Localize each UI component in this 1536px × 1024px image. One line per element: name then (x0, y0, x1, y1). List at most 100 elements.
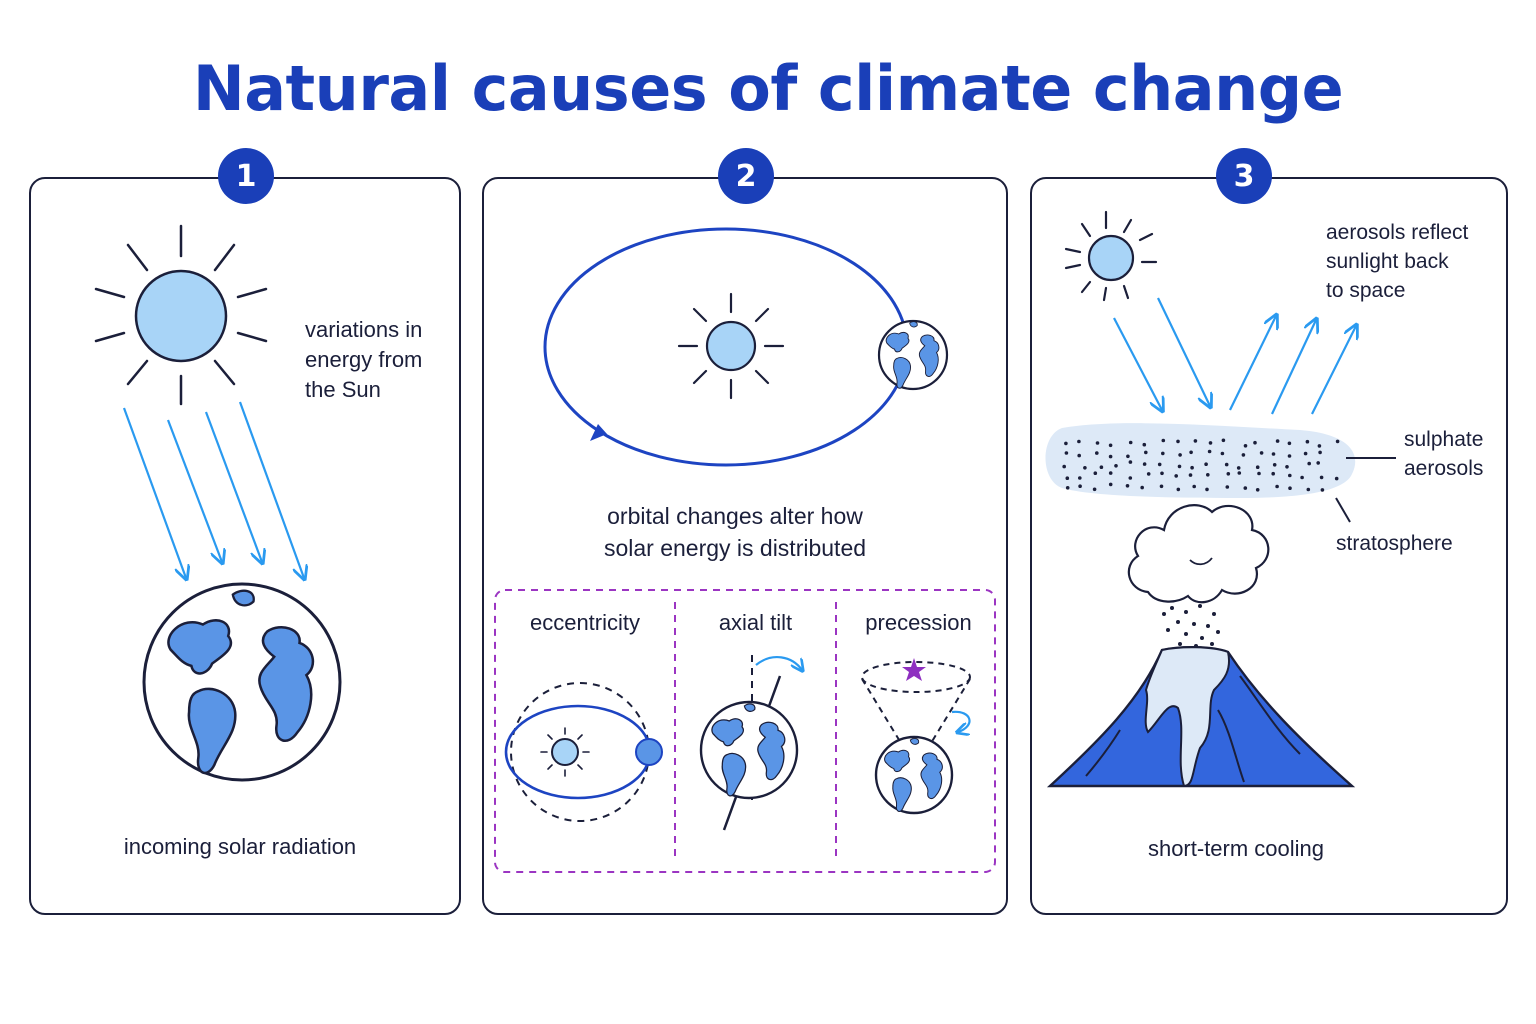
aerosol-particle (1128, 460, 1133, 464)
aerosol-particle (1144, 450, 1148, 455)
aerosol-particle (1095, 441, 1100, 445)
aerosol-particle (1253, 440, 1257, 445)
aerosol-particle (1078, 476, 1082, 480)
aerosol-particle (1092, 487, 1097, 492)
aerosol-particle (1192, 484, 1196, 489)
axial-tilt-label: axial tilt (718, 610, 793, 635)
panel-3-number-badge: 3 (1216, 148, 1272, 204)
aerosol-particle (1257, 471, 1261, 476)
volcano-icon (1046, 504, 1356, 788)
aerosol-particle (1064, 441, 1068, 446)
aerosol-particle (1161, 438, 1166, 443)
aerosol-particle (1176, 487, 1181, 492)
page-title: Natural causes of climate change (192, 52, 1344, 125)
aerosol-particle (1288, 473, 1292, 478)
aerosol-particle (1114, 464, 1118, 468)
stratosphere-label-leader (1335, 497, 1351, 523)
aerosol-particle (1307, 461, 1311, 466)
aerosol-particle (1157, 462, 1162, 467)
aerosol-particle (1128, 440, 1133, 445)
aerosol-particle (1225, 485, 1230, 489)
aerosol-particle (1208, 441, 1213, 445)
aerosol-particle (1159, 484, 1164, 489)
panel-2-number-badge: 2 (718, 148, 774, 204)
eccentricity-label: eccentricity (529, 610, 641, 635)
aerosol-particle (1204, 462, 1208, 467)
aerosol-particle (1077, 439, 1081, 444)
aerosol-particle (1287, 454, 1292, 458)
aerosol-particle (1206, 473, 1210, 477)
aerosol-particle (1224, 462, 1229, 467)
aerosol-particle (1095, 451, 1099, 455)
aerosol-particle (1241, 453, 1246, 457)
aerosol-particle (1207, 449, 1212, 454)
aerosol-particle (1334, 476, 1339, 481)
aerosol-particle (1125, 484, 1130, 488)
aerosol-particle (1174, 474, 1178, 478)
stratosphere-label: stratosphere (1336, 532, 1453, 555)
aerosol-particle (1259, 451, 1264, 455)
aerosol-particle (1287, 441, 1292, 446)
aerosol-particle (1320, 488, 1325, 492)
aerosol-particle (1237, 471, 1242, 475)
aerosol-particle (1108, 443, 1113, 448)
aerosol-particle (1316, 461, 1320, 465)
aerosol-particle (1142, 462, 1147, 466)
panel-3-caption: short-term cooling (1147, 836, 1325, 861)
aerosol-particle (1318, 450, 1322, 455)
aerosol-particle (1285, 465, 1289, 469)
aerosol-particle (1188, 473, 1193, 477)
aerosol-particle (1255, 465, 1260, 470)
aerosol-particle (1062, 464, 1066, 469)
aerosol-particle (1272, 463, 1277, 467)
aerosol-particle (1160, 471, 1164, 476)
aerosol-particle (1193, 439, 1198, 443)
aerosol-particle (1128, 476, 1133, 480)
aerosol-particle (1288, 486, 1292, 491)
aerosol-particle (1319, 475, 1324, 480)
aerosol-particle (1335, 439, 1340, 444)
aerosol-particle (1306, 487, 1311, 492)
aerosol-particle (1140, 485, 1144, 490)
aerosol-particle (1221, 438, 1226, 443)
aerosol-particle (1226, 472, 1231, 476)
aerosol-particle (1161, 451, 1165, 456)
aerosol-particle (1255, 488, 1260, 492)
aerosol-particle (1243, 486, 1248, 490)
aerosol-particle (1078, 484, 1082, 489)
earth-icon (877, 319, 949, 391)
earth-icon (142, 582, 342, 782)
aerosol-particle (1243, 444, 1248, 448)
reflection-label: aerosols reflect sunlight back to space (1326, 221, 1469, 302)
aerosol-particle (1142, 442, 1147, 447)
sulphate-aerosols-label: sulphate aerosols (1404, 428, 1484, 480)
aerosol-particle (1093, 471, 1098, 476)
aerosol-particle (1317, 444, 1322, 448)
aerosol-particle (1300, 475, 1304, 480)
aerosol-particle (1176, 439, 1180, 444)
axial-tilt-diagram (699, 655, 802, 831)
precession-label: precession (865, 610, 972, 635)
sulphate-aerosol-layer (1045, 423, 1356, 498)
panel-1-number-badge: 1 (218, 148, 274, 204)
aerosol-particle (1305, 439, 1310, 444)
aerosol-particle (1178, 453, 1182, 457)
sun-icon (94, 224, 268, 406)
sun-icon (1064, 210, 1158, 302)
panel-2-caption: orbital changes alter how solar energy i… (603, 503, 867, 561)
aerosol-particle (1108, 471, 1113, 475)
aerosol-particle (1205, 487, 1209, 492)
aerosol-particle (1065, 486, 1070, 490)
aerosol-particle (1275, 439, 1280, 443)
aerosol-particle (1099, 465, 1104, 470)
aerosol-particle (1303, 451, 1308, 456)
aerosol-particle (1126, 454, 1130, 459)
aerosol-particle (1275, 484, 1279, 489)
aerosol-particle (1077, 453, 1081, 458)
star-icon (902, 658, 926, 681)
aerosol-particle (1177, 464, 1182, 469)
aerosol-particle (1190, 465, 1194, 470)
aerosol-particle (1271, 471, 1275, 476)
aerosol-particle (1064, 451, 1069, 455)
